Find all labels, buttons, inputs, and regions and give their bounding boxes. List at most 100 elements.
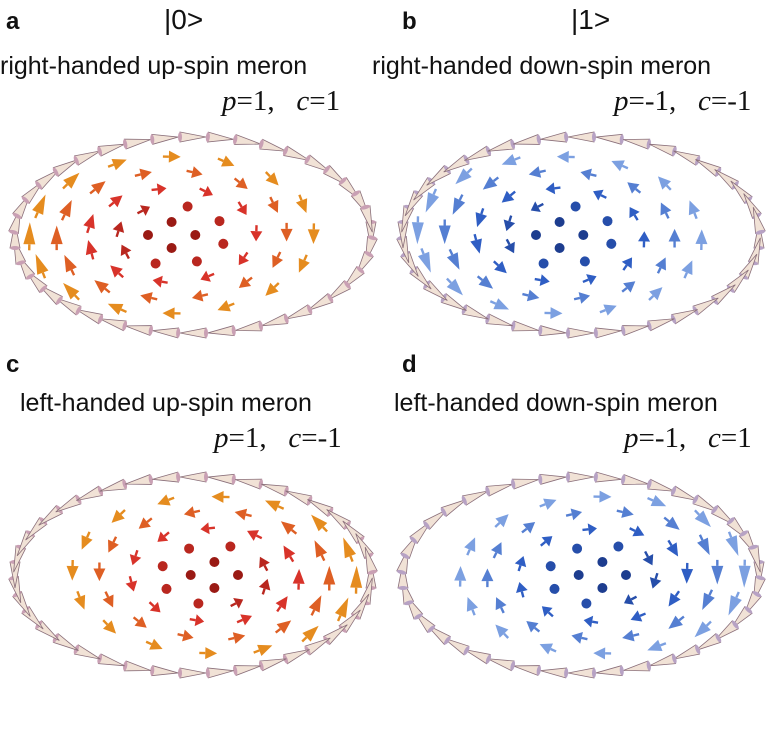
spin-arrow: [531, 230, 541, 240]
spin-arrow: [217, 300, 235, 312]
ring-cone: [538, 325, 567, 337]
spin-arrow: [323, 565, 336, 591]
boundary-ring: [8, 131, 378, 339]
spin-arrow: [738, 559, 751, 588]
ring-cone: [123, 138, 151, 150]
spin-arrow: [621, 570, 631, 580]
ring-cone: [443, 637, 470, 656]
spin-arrow: [112, 221, 125, 238]
spin-arrow: [107, 159, 127, 171]
panel-a-params: p=1, c=1: [222, 85, 340, 118]
spin-arrow: [265, 500, 285, 512]
spin-arrow: [647, 639, 667, 651]
panel-c-caption: left-handed up-spin meron: [20, 389, 312, 417]
ring-cone: [423, 509, 448, 530]
spin-arrow: [666, 539, 679, 557]
spin-arrow: [85, 240, 98, 260]
spin-arrow: [334, 597, 349, 622]
ring-cone: [714, 620, 739, 641]
spin-arrow: [494, 514, 509, 528]
spin-arrow: [280, 521, 298, 535]
spin-arrow: [446, 277, 463, 296]
spin-arrow: [166, 217, 177, 227]
spin-arrow: [183, 506, 201, 518]
ring-cone: [593, 327, 622, 339]
spin-arrow: [655, 257, 666, 274]
ring-cone: [178, 131, 207, 143]
spin-arrow: [274, 620, 292, 634]
spin-arrow: [565, 508, 583, 521]
ring-cone: [235, 320, 263, 332]
spin-arrow: [272, 251, 284, 268]
spin-arrow: [162, 150, 181, 163]
ring-cone: [540, 667, 569, 679]
ket-label-0: |0>: [164, 4, 204, 35]
ring-cone: [485, 483, 513, 497]
spin-arrow: [110, 265, 124, 279]
spin-arrow: [579, 256, 590, 267]
c-value: =-1: [710, 85, 752, 117]
spin-arrow: [627, 182, 642, 194]
spin-arrow: [308, 595, 322, 616]
c-value: =1: [720, 422, 752, 454]
spin-arrow: [93, 562, 106, 582]
spin-arrow: [534, 274, 550, 287]
spin-arrow: [184, 543, 195, 554]
spin-arrow: [657, 176, 672, 191]
ring-cone: [282, 145, 310, 161]
ring-cone: [567, 131, 596, 143]
ring-cone: [566, 471, 595, 483]
ring-cone: [359, 204, 373, 233]
spin-arrow: [681, 562, 694, 584]
spin-arrow: [264, 171, 279, 186]
ring-cone: [97, 653, 125, 667]
c-variable: c: [296, 85, 310, 117]
ring-cone: [567, 667, 596, 679]
spin-arrow: [236, 201, 247, 216]
spin-arrow: [573, 570, 584, 580]
panel-d-caption: left-handed down-spin meron: [394, 389, 718, 417]
spin-arrow: [107, 303, 127, 315]
spin-arrow: [189, 614, 205, 627]
c-variable: c: [698, 85, 711, 117]
spin-arrow: [493, 260, 507, 274]
spin-arrow: [193, 598, 204, 609]
spin-arrow: [200, 522, 216, 535]
spin-arrow: [623, 594, 638, 605]
spin-arrow: [629, 525, 645, 537]
spin-arrow: [541, 606, 554, 618]
spin-arrow: [298, 254, 310, 273]
spin-arrow: [32, 194, 46, 219]
ring-cone: [511, 320, 539, 332]
spin-arrow: [250, 225, 263, 242]
spin-arrow: [647, 495, 667, 507]
spin-arrow: [166, 243, 177, 253]
spin-arrow: [35, 253, 49, 279]
spin-arrow: [540, 536, 553, 547]
spin-arrow: [23, 222, 36, 251]
spin-arrow: [111, 509, 126, 523]
spin-arrow: [280, 222, 293, 242]
panel-letter-d: d: [402, 351, 417, 378]
spin-arrows: [23, 150, 320, 320]
spin-arrows: [411, 150, 708, 320]
ring-cone: [99, 478, 128, 492]
spin-arrow: [711, 559, 724, 585]
spin-arrow: [66, 559, 79, 581]
ring-cone: [485, 313, 513, 327]
spin-arrow: [539, 498, 557, 510]
meron-spin-texture-b: [396, 131, 766, 339]
spin-arrow: [642, 550, 654, 566]
p-value: =1,: [228, 422, 267, 454]
ring-cone: [55, 297, 82, 316]
spin-arrow: [539, 643, 557, 655]
spin-arrow: [136, 205, 151, 216]
spin-arrow: [544, 307, 563, 320]
spin-arrow: [157, 494, 175, 506]
panel-letter-a: a: [6, 8, 20, 35]
spin-arrow: [200, 270, 215, 282]
spin-arrow: [236, 614, 252, 626]
spin-arrow: [209, 583, 220, 593]
ring-cone: [649, 653, 677, 667]
ring-cone: [621, 474, 649, 485]
